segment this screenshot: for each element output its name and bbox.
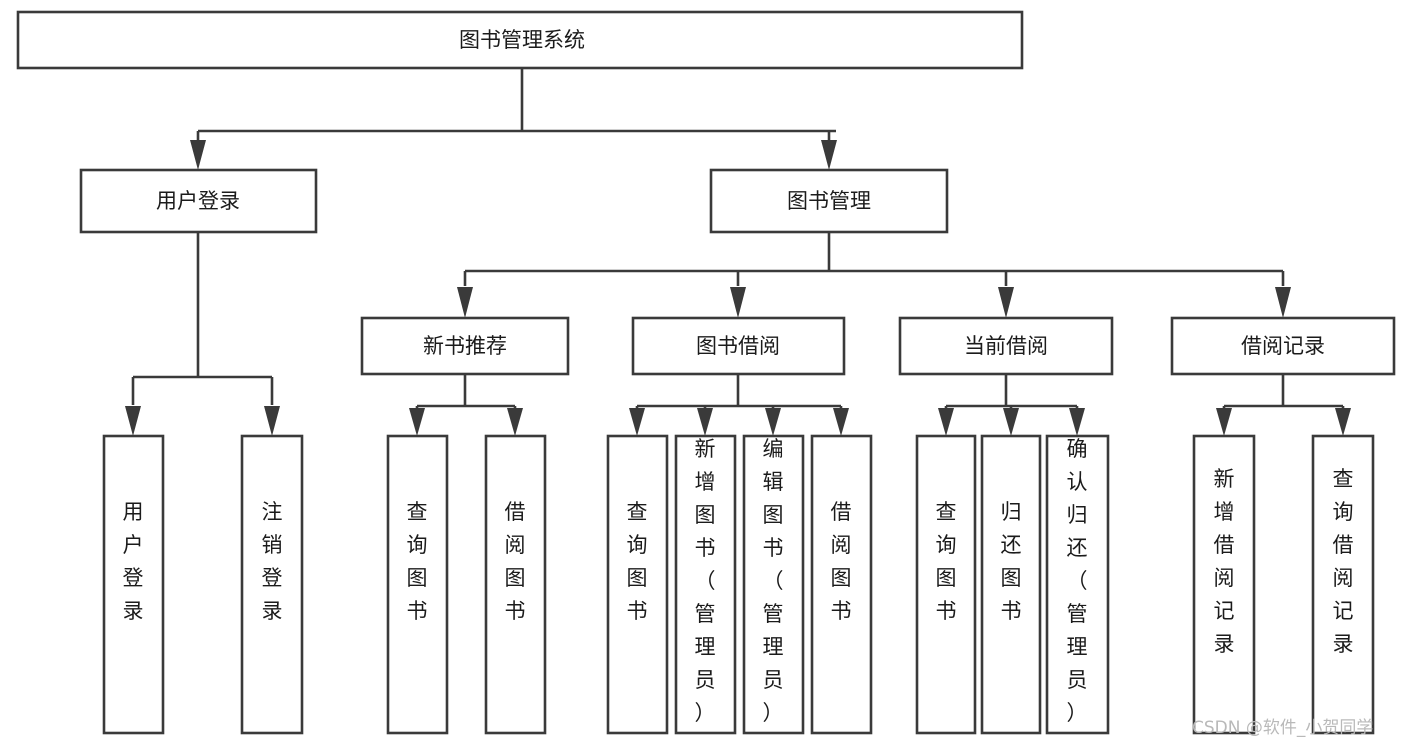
- arrow-head-icon: [938, 408, 954, 436]
- arrow-head-icon: [190, 140, 206, 170]
- node-leaf-return-book-label: 归还图书: [1001, 500, 1022, 623]
- node-new-book-recommend[interactable]: 新书推荐: [360, 316, 570, 376]
- node-leaf-edit-book-label: 编辑图书（管理员）: [763, 437, 784, 725]
- node-leaf-query-book-1-label: 查询图书: [407, 500, 428, 623]
- node-leaf-borrow-book-2[interactable]: 借阅图书: [810, 434, 873, 735]
- connector-group-root: [190, 68, 837, 170]
- node-leaf-query-book-1-box[interactable]: [386, 434, 449, 735]
- arrow-head-icon: [629, 408, 645, 436]
- node-leaf-edit-book[interactable]: 编辑图书（管理员）: [742, 434, 805, 735]
- node-leaf-query-book-3-label: 查询图书: [936, 500, 957, 623]
- arrow-head-icon: [1275, 287, 1291, 318]
- node-leaf-query-book-2-box[interactable]: [606, 434, 669, 735]
- arrow-head-icon: [507, 408, 523, 436]
- arrow-head-icon: [998, 287, 1014, 318]
- node-leaf-borrow-book-2-box[interactable]: [810, 434, 873, 735]
- arrow-head-icon: [1069, 408, 1085, 436]
- node-book-management-label: 图书管理: [787, 189, 871, 213]
- node-leaf-add-record-label: 新增借阅记录: [1214, 467, 1235, 656]
- node-leaf-borrow-book-1-label: 借阅图书: [505, 500, 526, 623]
- connector-group-book-management: [457, 232, 1291, 318]
- node-leaf-borrow-book-2-label: 借阅图书: [831, 500, 852, 623]
- node-leaf-return-book[interactable]: 归还图书: [980, 434, 1042, 735]
- node-new-book-recommend-label: 新书推荐: [423, 334, 507, 358]
- node-current-borrow-label: 当前借阅: [964, 334, 1048, 358]
- node-leaf-return-book-box[interactable]: [980, 434, 1042, 735]
- node-book-borrow-label: 图书借阅: [696, 334, 780, 358]
- node-user-login-box[interactable]: [79, 168, 318, 234]
- node-user-login[interactable]: 用户登录: [79, 168, 318, 234]
- node-borrow-record[interactable]: 借阅记录: [1170, 316, 1396, 376]
- node-book-management-box[interactable]: [709, 168, 949, 234]
- node-leaf-query-book-2-label: 查询图书: [627, 500, 648, 623]
- node-leaf-add-book[interactable]: 新增图书（管理员）: [674, 434, 737, 735]
- node-leaf-add-record-box[interactable]: [1192, 434, 1256, 735]
- node-leaf-user-login[interactable]: 用户登录: [102, 434, 165, 735]
- node-leaf-confirm-return-label: 确认归还（管理员）: [1067, 437, 1088, 725]
- node-leaf-query-record-label: 查询借阅记录: [1333, 467, 1354, 656]
- node-leaf-query-book-3[interactable]: 查询图书: [915, 434, 977, 735]
- node-leaf-query-record[interactable]: 查询借阅记录: [1311, 434, 1375, 735]
- node-current-borrow-box[interactable]: [898, 316, 1114, 376]
- arrow-head-icon: [730, 287, 746, 318]
- connector-group-current-borrow: [938, 374, 1085, 436]
- node-leaf-user-logout[interactable]: 注销登录: [240, 434, 304, 735]
- node-leaf-user-logout-box[interactable]: [240, 434, 304, 735]
- node-root[interactable]: 图书管理系统: [16, 10, 1024, 70]
- node-leaf-query-book-2[interactable]: 查询图书: [606, 434, 669, 735]
- node-leaf-add-record[interactable]: 新增借阅记录: [1192, 434, 1256, 735]
- node-leaf-query-record-box[interactable]: [1311, 434, 1375, 735]
- node-borrow-record-label: 借阅记录: [1241, 334, 1325, 358]
- connector-group-new-book-recommend: [409, 374, 523, 436]
- node-leaf-add-book-label: 新增图书（管理员）: [695, 437, 716, 725]
- arrow-head-icon: [821, 140, 837, 170]
- connector-group-book-borrow: [629, 374, 849, 436]
- connector-group-borrow-record: [1216, 374, 1351, 436]
- arrow-head-icon: [409, 408, 425, 436]
- node-leaf-user-logout-label: 注销登录: [262, 500, 283, 623]
- node-leaf-user-login-box[interactable]: [102, 434, 165, 735]
- arrow-head-icon: [1216, 408, 1232, 436]
- node-user-login-label: 用户登录: [156, 189, 240, 213]
- arrow-head-icon: [1003, 408, 1019, 436]
- arrow-head-icon: [765, 408, 781, 436]
- arrow-head-icon: [1335, 408, 1351, 436]
- node-leaf-edit-book-box[interactable]: [742, 434, 805, 735]
- node-leaf-query-book-3-box[interactable]: [915, 434, 977, 735]
- node-root-label: 图书管理系统: [459, 28, 585, 52]
- node-leaf-query-book-1[interactable]: 查询图书: [386, 434, 449, 735]
- arrow-head-icon: [833, 408, 849, 436]
- node-leaf-borrow-book-1-box[interactable]: [484, 434, 547, 735]
- node-book-management[interactable]: 图书管理: [709, 168, 949, 234]
- connector-group-user-login: [125, 232, 280, 436]
- node-current-borrow[interactable]: 当前借阅: [898, 316, 1114, 376]
- node-leaf-add-book-box[interactable]: [674, 434, 737, 735]
- node-book-borrow[interactable]: 图书借阅: [631, 316, 846, 376]
- node-borrow-record-box[interactable]: [1170, 316, 1396, 376]
- arrow-head-icon: [125, 406, 141, 436]
- arrow-head-icon: [697, 408, 713, 436]
- arrow-head-icon: [264, 406, 280, 436]
- node-book-borrow-box[interactable]: [631, 316, 846, 376]
- watermark: CSDN @软件_小贺同学: [1192, 718, 1373, 738]
- node-leaf-confirm-return-box[interactable]: [1045, 434, 1110, 735]
- node-new-book-recommend-box[interactable]: [360, 316, 570, 376]
- node-root-box[interactable]: [16, 10, 1024, 70]
- node-leaf-user-login-label: 用户登录: [123, 500, 144, 623]
- node-leaf-confirm-return[interactable]: 确认归还（管理员）: [1045, 434, 1110, 735]
- arrow-head-icon: [457, 287, 473, 318]
- node-leaf-borrow-book-1[interactable]: 借阅图书: [484, 434, 547, 735]
